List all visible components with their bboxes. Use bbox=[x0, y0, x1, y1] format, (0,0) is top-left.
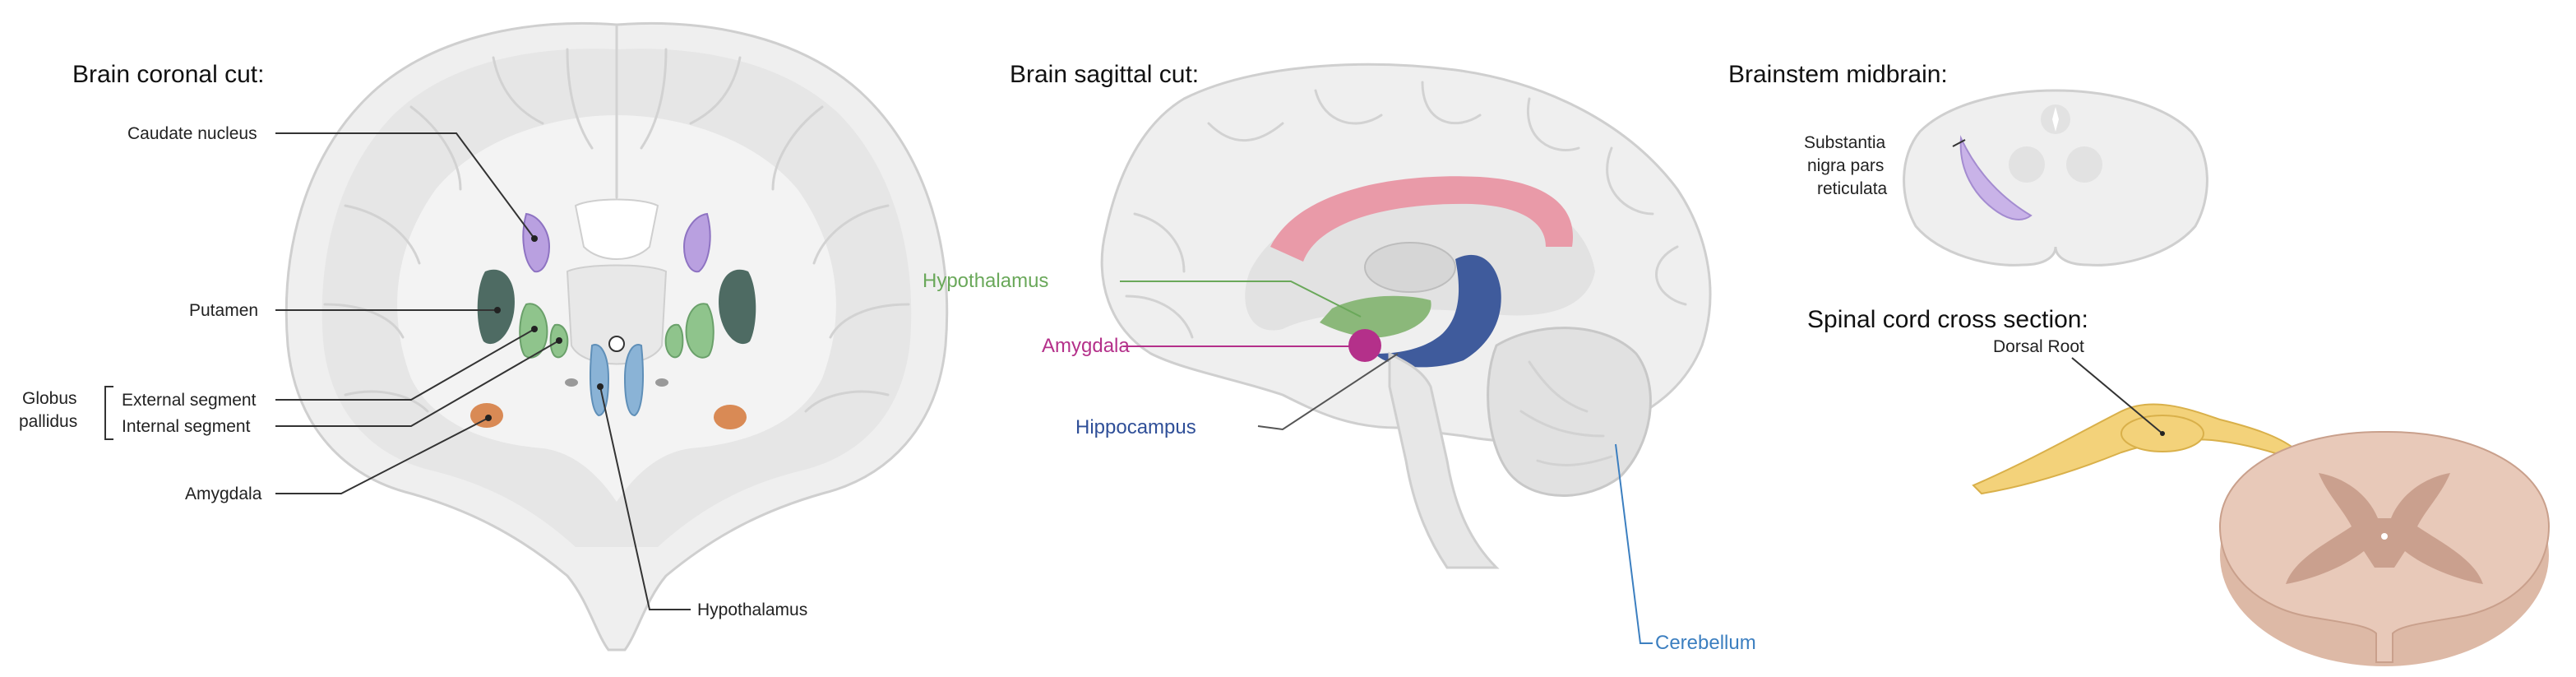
leader-dorsal-root bbox=[2071, 357, 2163, 434]
optic-tract-left bbox=[565, 378, 578, 387]
optic-tract-right bbox=[655, 378, 668, 387]
red-nucleus-right bbox=[2066, 146, 2102, 183]
globus-right-inner bbox=[664, 323, 684, 359]
red-nucleus-left bbox=[2009, 146, 2045, 183]
midbrain-panel: Brainstem midbrain: Substantia nigra par… bbox=[1728, 61, 2208, 267]
globus-bracket bbox=[104, 386, 113, 440]
midbrain-title: Brainstem midbrain: bbox=[1728, 61, 1948, 88]
thalamus-sagittal bbox=[1364, 242, 1456, 293]
label-globus-2: pallidus bbox=[19, 412, 77, 431]
hypothalamus-coronal-left bbox=[590, 344, 610, 417]
grey-matter bbox=[2286, 473, 2483, 584]
leader-caudate bbox=[275, 132, 535, 239]
caudate-left bbox=[522, 212, 551, 273]
brainstem bbox=[1388, 351, 1500, 569]
label-amygdala: Amygdala bbox=[185, 485, 262, 503]
hypothalamus-sagittal bbox=[1320, 295, 1431, 338]
amygdala-sagittal bbox=[1348, 329, 1381, 362]
label-caudate: Caudate nucleus bbox=[127, 124, 257, 143]
hypothalamus-coronal-right bbox=[623, 344, 644, 417]
label-sn-2: nigra pars bbox=[1807, 156, 1884, 175]
label-sn-1: Substantia bbox=[1804, 133, 1886, 152]
substantia-nigra bbox=[1959, 135, 2033, 220]
leader-external bbox=[275, 328, 535, 401]
leader-substantia-nigra bbox=[1952, 139, 1966, 147]
label-globus-1: Globus bbox=[22, 389, 77, 408]
lateral-ventricles bbox=[574, 198, 659, 260]
leader-cerebellum bbox=[1615, 443, 1653, 644]
leader-hippocampus bbox=[1257, 353, 1399, 431]
caudate-right bbox=[682, 212, 711, 273]
label-hypothalamus: Hypothalamus bbox=[697, 600, 807, 619]
label-putamen: Putamen bbox=[189, 301, 258, 320]
cerebral-aqueduct bbox=[2052, 107, 2059, 132]
label-sn-3: reticulata bbox=[1817, 179, 1888, 198]
label-amygdala-sagittal: Amygdala bbox=[1042, 335, 1130, 357]
central-canal bbox=[2381, 533, 2388, 540]
label-cerebellum: Cerebellum bbox=[1655, 632, 1756, 654]
hippocampus bbox=[1375, 254, 1501, 368]
putamen-left bbox=[477, 269, 515, 345]
leader-amygdala-dot bbox=[485, 415, 492, 421]
label-hippocampus: Hippocampus bbox=[1075, 416, 1196, 438]
leader-hypothalamus bbox=[599, 386, 691, 610]
midbrain-section bbox=[1903, 89, 2208, 267]
amygdala-coronal-right bbox=[714, 405, 747, 429]
leader-dorsal-root-dot bbox=[2160, 431, 2165, 436]
spinal-title: Spinal cord cross section: bbox=[1807, 306, 2088, 333]
leader-internal bbox=[275, 340, 560, 427]
leader-putamen-dot bbox=[494, 307, 501, 313]
label-external-segment: External segment bbox=[122, 391, 257, 410]
coronal-title: Brain coronal cut: bbox=[72, 61, 264, 88]
sagittal-title: Brain sagittal cut: bbox=[1010, 61, 1199, 88]
leader-hypothalamus-sagittal bbox=[1120, 281, 1362, 318]
putamen-right bbox=[719, 269, 756, 345]
leader-hypothalamus-dot bbox=[597, 383, 604, 390]
leader-caudate-dot bbox=[531, 235, 538, 242]
sagittal-panel: Brain sagittal cut: bbox=[923, 61, 1756, 654]
label-internal-segment: Internal segment bbox=[122, 417, 251, 436]
leader-amygdala bbox=[275, 417, 489, 494]
globus-right bbox=[685, 303, 715, 359]
spinal-panel: Spinal cord cross section: Dorsal Root bbox=[1807, 306, 2551, 666]
cingulate-gyrus bbox=[1270, 176, 1574, 262]
cerebellum bbox=[1487, 327, 1652, 497]
label-hypothalamus-sagittal: Hypothalamus bbox=[923, 270, 1048, 292]
label-dorsal-root: Dorsal Root bbox=[1993, 337, 2084, 356]
leader-internal-dot bbox=[556, 337, 562, 344]
thalamus-region bbox=[566, 264, 668, 365]
leader-external-dot bbox=[531, 326, 538, 332]
coronal-panel: Brain coronal cut: bbox=[19, 22, 949, 651]
third-ventricle-marker bbox=[608, 336, 625, 352]
